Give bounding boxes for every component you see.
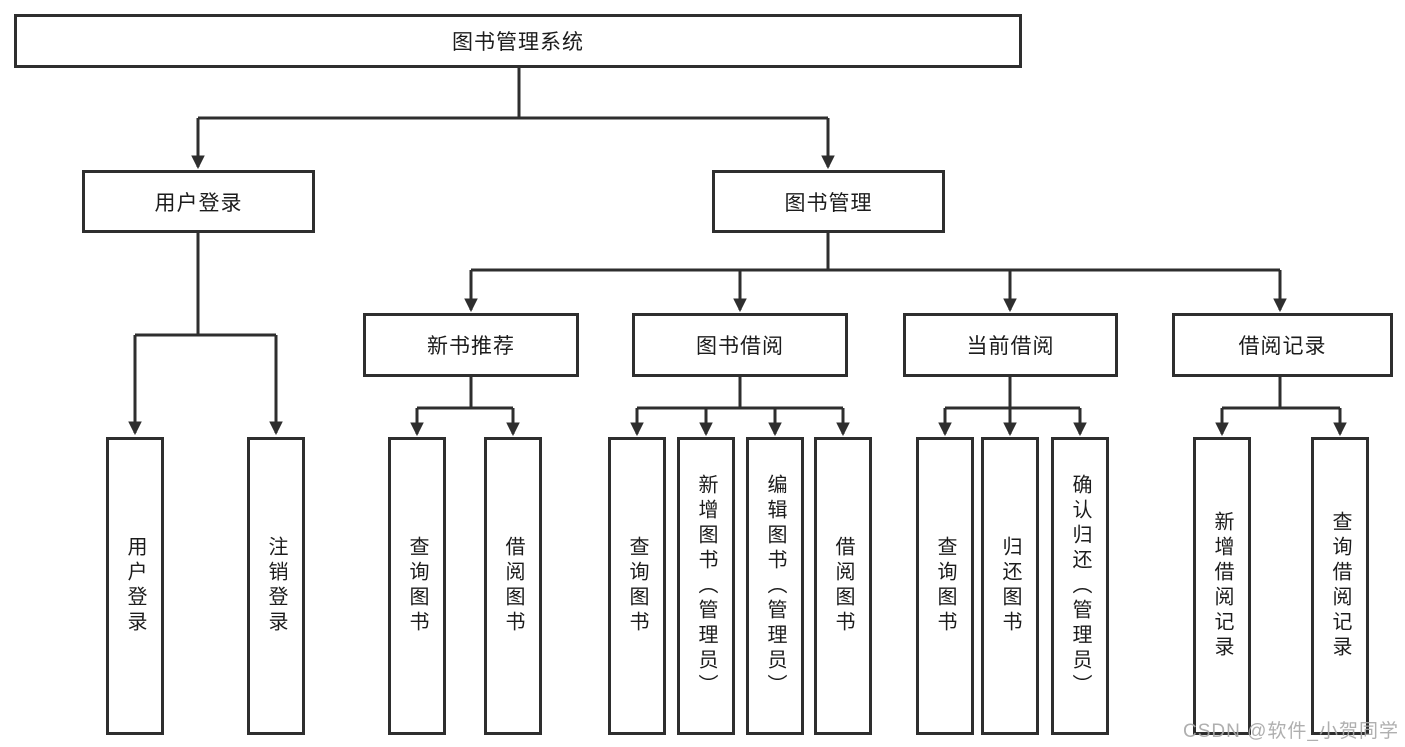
leaf-borrow-query-books-label: 查询图书 [626,536,648,636]
leaf-user-login-label: 用户登录 [124,536,146,636]
node-user-login-label: 用户登录 [154,191,243,215]
node-borrow-record: 借阅记录 [1172,313,1393,377]
node-user-login: 用户登录 [82,170,315,233]
leaf-record-add: 新增借阅记录 [1193,437,1251,735]
leaf-current-confirm-return-admin: 确认归还（管理员） [1051,437,1109,735]
node-new-book-recommend-label: 新书推荐 [427,335,515,358]
leaf-borrow-add-books-admin-label: 新增图书（管理员） [695,473,717,699]
leaf-current-query-books: 查询图书 [916,437,974,735]
csdn-watermark: CSDN @软件_小贺同学 [1183,721,1399,742]
leaf-user-login: 用户登录 [106,437,164,735]
leaf-record-query: 查询借阅记录 [1311,437,1369,735]
leaf-borrow-edit-books-admin-label: 编辑图书（管理员） [764,473,786,699]
leaf-record-add-label: 新增借阅记录 [1211,511,1233,661]
node-borrow-record-label: 借阅记录 [1238,335,1327,358]
leaf-borrow-add-books-admin: 新增图书（管理员） [677,437,735,735]
node-current-borrow-label: 当前借阅 [966,335,1055,358]
leaf-logout: 注销登录 [247,437,305,735]
leaf-logout-label: 注销登录 [265,536,287,636]
node-book-borrow-label: 图书借阅 [696,335,784,358]
leaf-current-confirm-return-admin-label: 确认归还（管理员） [1069,473,1091,699]
leaf-current-query-books-label: 查询图书 [934,536,956,636]
node-book-mgmt: 图书管理 [712,170,945,233]
leaf-borrow-query-books: 查询图书 [608,437,666,735]
leaf-current-return-books-label: 归还图书 [999,536,1021,636]
node-root: 图书管理系统 [14,14,1022,68]
leaf-newbook-borrow-books-label: 借阅图书 [502,536,524,636]
leaf-newbook-borrow-books: 借阅图书 [484,437,542,735]
leaf-borrow-borrow-books-label: 借阅图书 [832,536,854,636]
node-root-label: 图书管理系统 [452,31,584,54]
leaf-record-query-label: 查询借阅记录 [1329,511,1351,661]
leaf-borrow-borrow-books: 借阅图书 [814,437,872,735]
leaf-newbook-query-books-label: 查询图书 [406,536,428,636]
leaf-newbook-query-books: 查询图书 [388,437,446,735]
node-book-mgmt-label: 图书管理 [784,191,873,215]
node-book-borrow: 图书借阅 [632,313,848,377]
leaf-current-return-books: 归还图书 [981,437,1039,735]
node-new-book-recommend: 新书推荐 [363,313,579,377]
node-current-borrow: 当前借阅 [903,313,1118,377]
leaf-borrow-edit-books-admin: 编辑图书（管理员） [746,437,804,735]
